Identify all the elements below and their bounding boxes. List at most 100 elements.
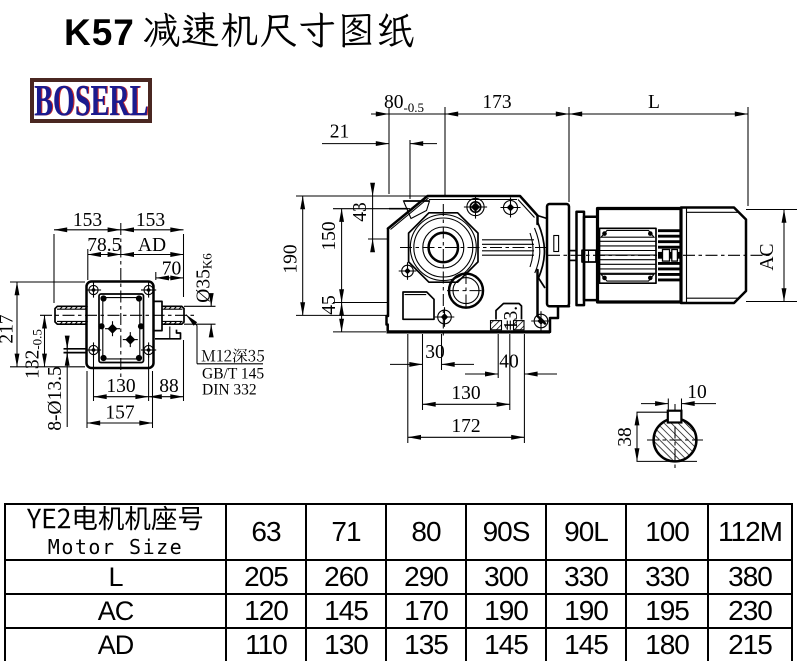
dim-side-70: 70 (162, 259, 182, 280)
flange-bolt-symbol (85, 342, 102, 358)
dim-front-13_5: 13. (501, 306, 522, 330)
flange-bolt-symbol (141, 282, 157, 298)
housing-bolt-b (500, 197, 521, 218)
cell-r1-c3: 190 (465, 593, 547, 629)
dim-front-45: 45 (319, 295, 340, 315)
col-header-0: 63 (225, 503, 307, 561)
dim-front-150: 150 (319, 221, 340, 250)
output-boss-octagon (407, 211, 479, 284)
cell-r0-c1: 260 (305, 559, 387, 595)
col-header-3: 90S (465, 503, 547, 561)
cell-r0-c0: 205 (225, 559, 307, 595)
plug-symbol (105, 321, 120, 337)
dim-side-153-right: 153 (136, 210, 165, 231)
cell-r0-c6: 380 (707, 559, 793, 595)
cell-r1-c1: 145 (305, 593, 387, 629)
flange-bolt-symbol (85, 282, 102, 298)
page-title: K57 (64, 12, 415, 54)
cell-r1-c2: 170 (385, 593, 467, 629)
cell-r2-c6: 215 (707, 627, 793, 661)
table-header-cell: Motor Size (4, 503, 227, 561)
keyway (666, 409, 683, 424)
motor (569, 206, 748, 307)
housing-bolt-c (398, 262, 417, 280)
drain-pad (402, 291, 435, 321)
dim-front-L: L (648, 92, 660, 113)
dim-side-78_5: 78.5 (87, 235, 121, 256)
dim-side-217: 217 (0, 314, 18, 344)
foot-pad-right (495, 302, 523, 320)
col-header-5: 100 (625, 503, 709, 561)
cell-r1-c0: 120 (225, 593, 307, 629)
shaft-section-circle (652, 417, 698, 463)
col-header-2: 80 (385, 503, 467, 561)
dim-front-43: 43 (350, 202, 371, 222)
housing-bolt-a (463, 195, 488, 219)
front-view: 80-0.5 173 L 21 43 190 150 45 13. 30 40 … (281, 92, 797, 443)
col-header-1: 71 (305, 503, 387, 561)
cell-r2-c2: 135 (385, 627, 467, 661)
cell-r0-c2: 290 (385, 559, 467, 595)
dim-side-shaft-dia: Ø35K6 (194, 253, 215, 303)
flange-bolt-symbol (141, 342, 157, 358)
dim-front-40: 40 (499, 352, 519, 373)
dim-front-190: 190 (281, 244, 302, 273)
dim-front-130: 130 (451, 383, 480, 404)
shaft-tap-note (201, 348, 265, 365)
cell-r2-c1: 130 (305, 627, 387, 661)
dim-80-tol: -0.5 (403, 100, 424, 115)
cell-r2-c3: 145 (465, 627, 547, 661)
note-din332: DIN 332 (202, 382, 257, 399)
dim-shaft-dia-value: Ø35 (194, 269, 215, 303)
shaft-section-view: 10 38 (615, 382, 716, 471)
dim-shaft-dia-tol: K6 (200, 253, 215, 269)
dim-side-holes: 8-Ø13.5 (45, 366, 66, 430)
housing-left (385, 227, 410, 333)
dim-132-tol: -0.5 (30, 329, 45, 350)
gearbox-top-face (98, 293, 145, 364)
dim-front-173: 173 (482, 92, 511, 113)
motor-flange-plate (545, 202, 571, 308)
output-shaft-hub (152, 300, 163, 332)
dim-front-80: 80-0.5 (384, 92, 424, 115)
output-shaft (162, 305, 185, 326)
shaft-bracket (155, 329, 182, 340)
row-label-0: L (4, 559, 227, 595)
table-header-cn (6, 505, 225, 534)
dim-section-10: 10 (687, 382, 707, 403)
cell-r1-c5: 195 (625, 593, 709, 629)
dim-side-130: 130 (106, 376, 135, 397)
title-model: K57 (64, 12, 135, 53)
dim-side-132: 132-0.5 (23, 329, 45, 379)
cell-r0-c4: 330 (545, 559, 627, 595)
motor-fin-plate (598, 227, 657, 285)
brand-logo: BOSERL (30, 78, 152, 123)
note-gbt145: GB/T 145 (202, 366, 264, 383)
table-header-en: Motor Size (47, 535, 184, 559)
plug-symbol (122, 332, 138, 348)
cell-r2-c0: 110 (225, 627, 307, 661)
dim-front-172: 172 (451, 416, 480, 437)
row-label-1: AC (4, 593, 227, 629)
output-bore-circle (427, 231, 460, 264)
fan-cowl (679, 206, 748, 305)
dim-80-value: 80 (384, 92, 404, 113)
housing-top (386, 194, 539, 230)
dim-side-157: 157 (105, 403, 135, 424)
col-header-6: 112M (707, 503, 793, 561)
housing-bolt-d (531, 311, 551, 331)
cell-r2-c4: 145 (545, 627, 627, 661)
output-flange-circle (409, 213, 477, 282)
dim-132-value: 132 (23, 350, 44, 379)
dim-front-30: 30 (425, 342, 445, 363)
brand-logo-text: BOSERL (33, 75, 149, 125)
cell-r2-c5: 180 (625, 627, 709, 661)
cell-r0-c3: 300 (465, 559, 547, 595)
drain-plug-bolt (434, 307, 455, 327)
dimension-drawing: .ol{fill:none;stroke:#000;stroke-width:2… (0, 92, 797, 471)
